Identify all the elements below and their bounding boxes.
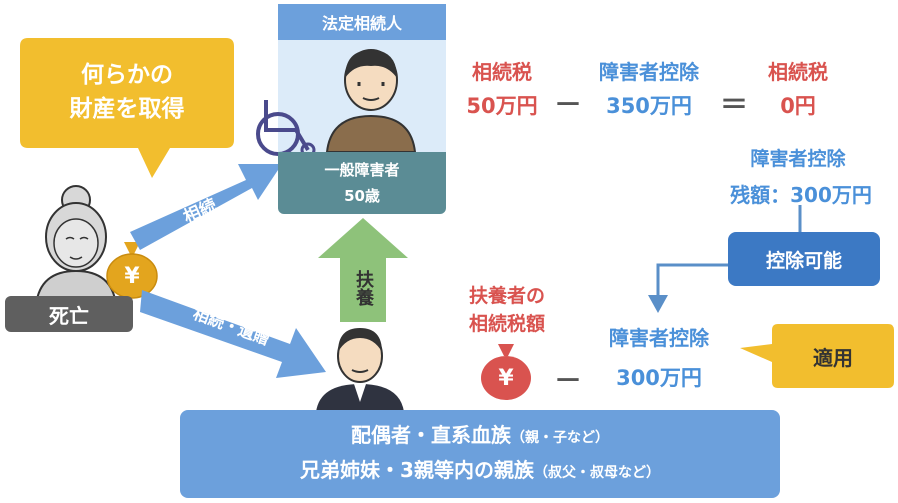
- speech-bubble-left: [20, 38, 234, 178]
- tax-bag-yen: ¥: [498, 365, 514, 391]
- heir-card: 一般障害者 50歳: [278, 152, 446, 214]
- apply-bubble-text: 適用: [813, 345, 853, 370]
- arrow-inherit-bequest: [140, 290, 326, 378]
- eq-equals-sign: ＝: [719, 88, 748, 121]
- eq-tax-label-1: 相続税: [472, 59, 532, 84]
- relatives-line-1-sub: （親・子など）: [511, 430, 609, 446]
- deductible-badge: 控除可能: [728, 232, 880, 286]
- eq-minus-sign: －: [553, 88, 582, 121]
- bubble-text: 何らかの 財産を取得: [20, 46, 234, 138]
- heir-header: 法定相続人: [278, 4, 446, 40]
- supporter-deduction-label: 障害者控除: [609, 325, 709, 350]
- eq-deduction-value: 350万円: [606, 94, 692, 118]
- supporter-tax-label: 扶養者の 相続税額: [442, 282, 572, 338]
- apply-bubble: [740, 324, 894, 388]
- heir-card-type: 一般障害者: [324, 161, 400, 179]
- relatives-line-1-main: 配偶者・直系血族: [351, 423, 511, 447]
- relatives-line-2: 兄弟姉妹・3親等内の親族（叔父・叔母など）: [300, 454, 660, 489]
- money-bag-yen: ¥: [124, 263, 140, 289]
- supporter-tax-line-2: 相続税額: [468, 313, 545, 335]
- bubble-line-1: 何らかの: [81, 62, 173, 88]
- arrow-inherit: [130, 164, 282, 250]
- eq-deduction-label: 障害者控除: [599, 59, 699, 84]
- relatives-line-2-main: 兄弟姉妹・3親等内の親族: [300, 458, 534, 482]
- eq-tax-value-1: 50万円: [466, 94, 538, 118]
- disabled-heir-icon: [325, 49, 417, 152]
- connector-arrow: [648, 205, 802, 313]
- support-arrow-label: 扶養: [353, 270, 374, 306]
- heir-card-age: 50歳: [344, 187, 380, 205]
- supporter-tax-line-1: 扶養者の: [468, 285, 545, 307]
- relatives-box: 配偶者・直系血族（親・子など） 兄弟姉妹・3親等内の親族（叔父・叔母など）: [180, 410, 780, 498]
- supporter-minus-sign: －: [553, 364, 582, 397]
- support-arrow: [318, 218, 408, 322]
- deceased-label: 死亡: [5, 296, 133, 332]
- relatives-line-1: 配偶者・直系血族（親・子など）: [351, 419, 609, 454]
- supporter-deduction-value: 300万円: [616, 366, 702, 390]
- bubble-line-2: 財産を取得: [69, 96, 185, 122]
- tax-bag-icon: [481, 344, 531, 400]
- relatives-line-2-sub: （叔父・叔母など）: [533, 465, 660, 481]
- remaining-value: 残額：300万円: [730, 182, 872, 207]
- wheelchair-icon: [256, 100, 316, 158]
- eq-tax-value-2: 0円: [780, 94, 816, 118]
- eq-tax-label-2: 相続税: [768, 59, 828, 84]
- remaining-label: 障害者控除: [750, 147, 846, 170]
- supporter-icon: [316, 328, 404, 412]
